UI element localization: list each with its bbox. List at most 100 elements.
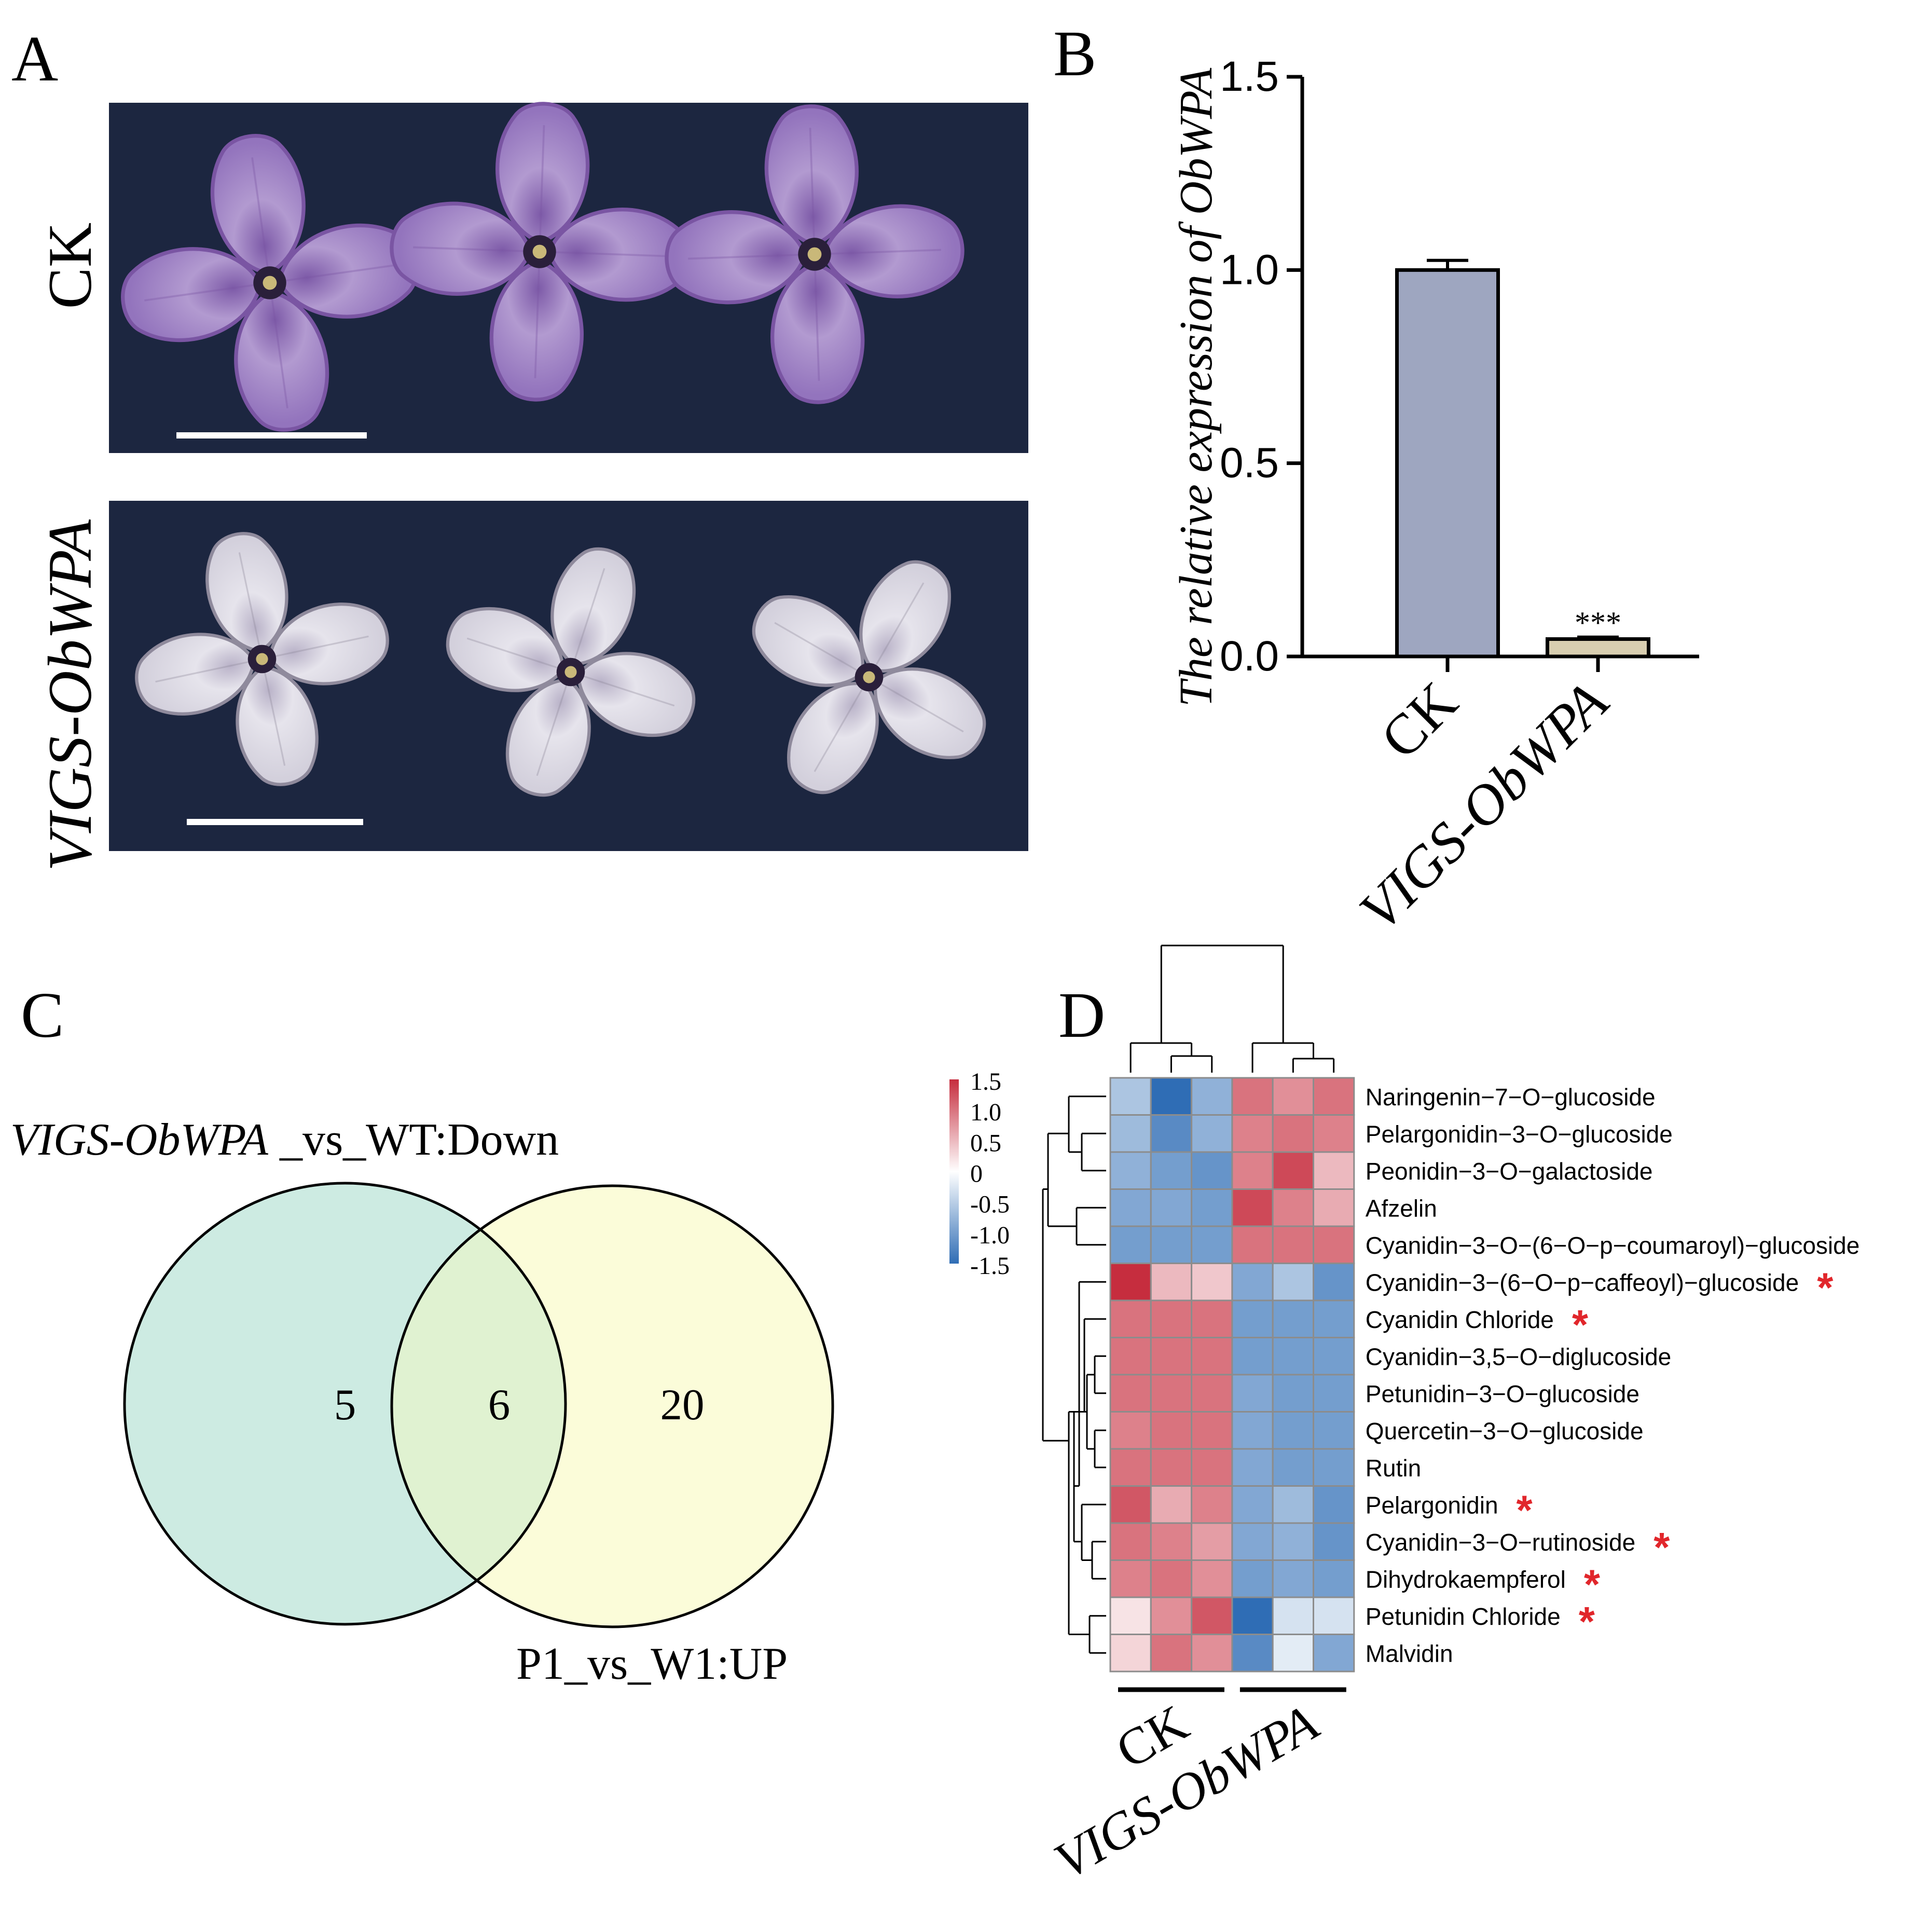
vigs-flower-3-petal	[787, 682, 879, 794]
heatmap-cell	[1191, 1374, 1233, 1413]
venn-circle-1-outline	[123, 1182, 567, 1626]
scale-bar-ck	[176, 432, 367, 439]
ck-flower-1-petal	[210, 134, 306, 276]
heatmap-cell	[1231, 1411, 1274, 1450]
heatmap-cell	[1313, 1188, 1355, 1227]
heatmap-cell	[1191, 1263, 1233, 1301]
vigs-flower-3-vein	[874, 582, 925, 668]
group-label-vigs-prefix: VIGS-	[1045, 1775, 1186, 1890]
vigs-flower-3-vein	[774, 622, 860, 673]
heatmap-cell	[1272, 1151, 1314, 1190]
heatmap-cell	[1231, 1485, 1274, 1524]
heatmap-cell	[1150, 1634, 1193, 1673]
ck-flower-1	[121, 134, 419, 432]
photo-ck-flowers	[121, 102, 965, 432]
y-axis-title: The relative expression of ObWPA	[1170, 67, 1222, 707]
heatmap-cell	[1313, 1263, 1355, 1301]
heatmap-cell	[1313, 1448, 1355, 1487]
vigs-flower-3-petal	[752, 595, 864, 687]
heatmap-cell	[1191, 1596, 1233, 1635]
heatmap-cell	[1313, 1596, 1355, 1635]
heatmap-row-label: Naringenin−7−O−glucoside	[1366, 1084, 1656, 1111]
y-tick-label: 0.0	[1220, 633, 1279, 680]
heatmap-cell	[1272, 1485, 1314, 1524]
vigs-flower-3-vein	[878, 682, 964, 733]
vigs-flower-2-petal	[550, 547, 636, 666]
heatmap-cell	[1109, 1263, 1152, 1301]
ck-flower-1-vein	[144, 283, 258, 302]
heatmap-cell	[1150, 1596, 1193, 1635]
scale-bar-vigs	[187, 819, 363, 825]
heatmap-cell	[1272, 1299, 1314, 1338]
heatmap-cell	[1109, 1188, 1152, 1227]
ck-flower-1-petal	[121, 247, 263, 342]
heatmap-cell	[1191, 1299, 1233, 1338]
significance-star: *	[1584, 1561, 1601, 1607]
heatmap-row-label: Afzelin	[1366, 1195, 1437, 1222]
heatmap-cell	[1109, 1448, 1152, 1487]
ck-flower-3-vein	[814, 267, 820, 381]
colorbar-tick-label: 0	[970, 1160, 983, 1188]
vigs-flower-2-vein	[573, 568, 605, 662]
panel-c-letter: C	[21, 980, 64, 1051]
heatmap-cell	[1272, 1448, 1314, 1487]
ck-flower-2-petal	[495, 102, 590, 244]
heatmap-cell	[1191, 1448, 1233, 1487]
significance-star: *	[1654, 1524, 1670, 1570]
heatmap-cell	[1313, 1151, 1355, 1190]
set2-label: P1_vs_W1:UP	[516, 1639, 788, 1689]
heatmap-cell	[1231, 1448, 1274, 1487]
heatmap-cell	[1191, 1151, 1233, 1190]
colorbar-tick-label: 1.5	[970, 1068, 1001, 1095]
ck-flower-1-vein	[251, 157, 269, 271]
set1-label: VIGS-ObWPA _vs_WT:Down	[10, 1115, 559, 1165]
significance-label: ***	[1575, 606, 1621, 640]
vigs-flower-1-vein	[155, 660, 252, 683]
set1-label-suffix: _vs_WT:Down	[268, 1115, 559, 1165]
panel-a-letter: A	[11, 23, 58, 95]
heatmap-cell	[1191, 1337, 1233, 1376]
ck-flower-2	[390, 102, 690, 402]
vigs-flower-1-vein	[238, 552, 261, 649]
row-label-vigs-prefix: VIGS-	[35, 716, 104, 871]
heatmap-cell	[1231, 1559, 1274, 1598]
heatmap-row-label: Cyanidin Chloride	[1366, 1306, 1554, 1333]
heatmap-row-label: Cyanidin−3−O−(6−O−p−coumaroyl)−glucoside	[1366, 1232, 1860, 1259]
x-tick-label-gene: ObWPA	[1448, 669, 1620, 842]
heatmap-cell	[1109, 1411, 1152, 1450]
significance-star: *	[1572, 1301, 1589, 1348]
ck-flower-3-petal	[764, 104, 859, 247]
heatmap-cell	[1231, 1114, 1274, 1153]
ck-flower-2-vein	[534, 264, 540, 378]
ck-flower-3-vein	[827, 249, 941, 255]
heatmap-cell	[1150, 1522, 1193, 1561]
heatmap-cell	[1109, 1374, 1152, 1413]
significance-star: *	[1517, 1487, 1533, 1533]
vigs-flower-1-vein	[272, 635, 369, 658]
y-tick-label: 0.5	[1220, 440, 1279, 487]
ck-flower-3-petal	[665, 210, 807, 305]
heatmap-cell	[1109, 1151, 1152, 1190]
y-tick-label: 1.5	[1220, 53, 1279, 100]
vigs-flower-1-petal	[135, 633, 256, 716]
ck-flower-1-vein	[282, 264, 395, 282]
heatmap-row-label: Quercetin−3−O−glucoside	[1366, 1417, 1644, 1444]
heatmap-cell	[1191, 1114, 1233, 1153]
heatmap-cell	[1191, 1559, 1233, 1598]
vigs-flower-3	[752, 560, 986, 794]
heatmap-cell	[1313, 1485, 1355, 1524]
heatmap-row-label: Cyanidin−3−O−rutinoside	[1366, 1529, 1635, 1556]
heatmap-cell	[1109, 1225, 1152, 1264]
ck-flower-2-vein	[539, 125, 545, 239]
heatmap-cell	[1150, 1225, 1193, 1264]
x-tick-label-prefix: CK	[1369, 670, 1469, 771]
vigs-flower-1-petal	[236, 665, 319, 786]
heatmap-cell	[1272, 1188, 1314, 1227]
x-tick-label: CK	[1369, 670, 1469, 771]
ck-flower-2-stamen	[532, 244, 547, 259]
heatmap-cell	[1313, 1559, 1355, 1598]
heatmap-cell	[1150, 1151, 1193, 1190]
heatmap-cell	[1109, 1596, 1152, 1635]
